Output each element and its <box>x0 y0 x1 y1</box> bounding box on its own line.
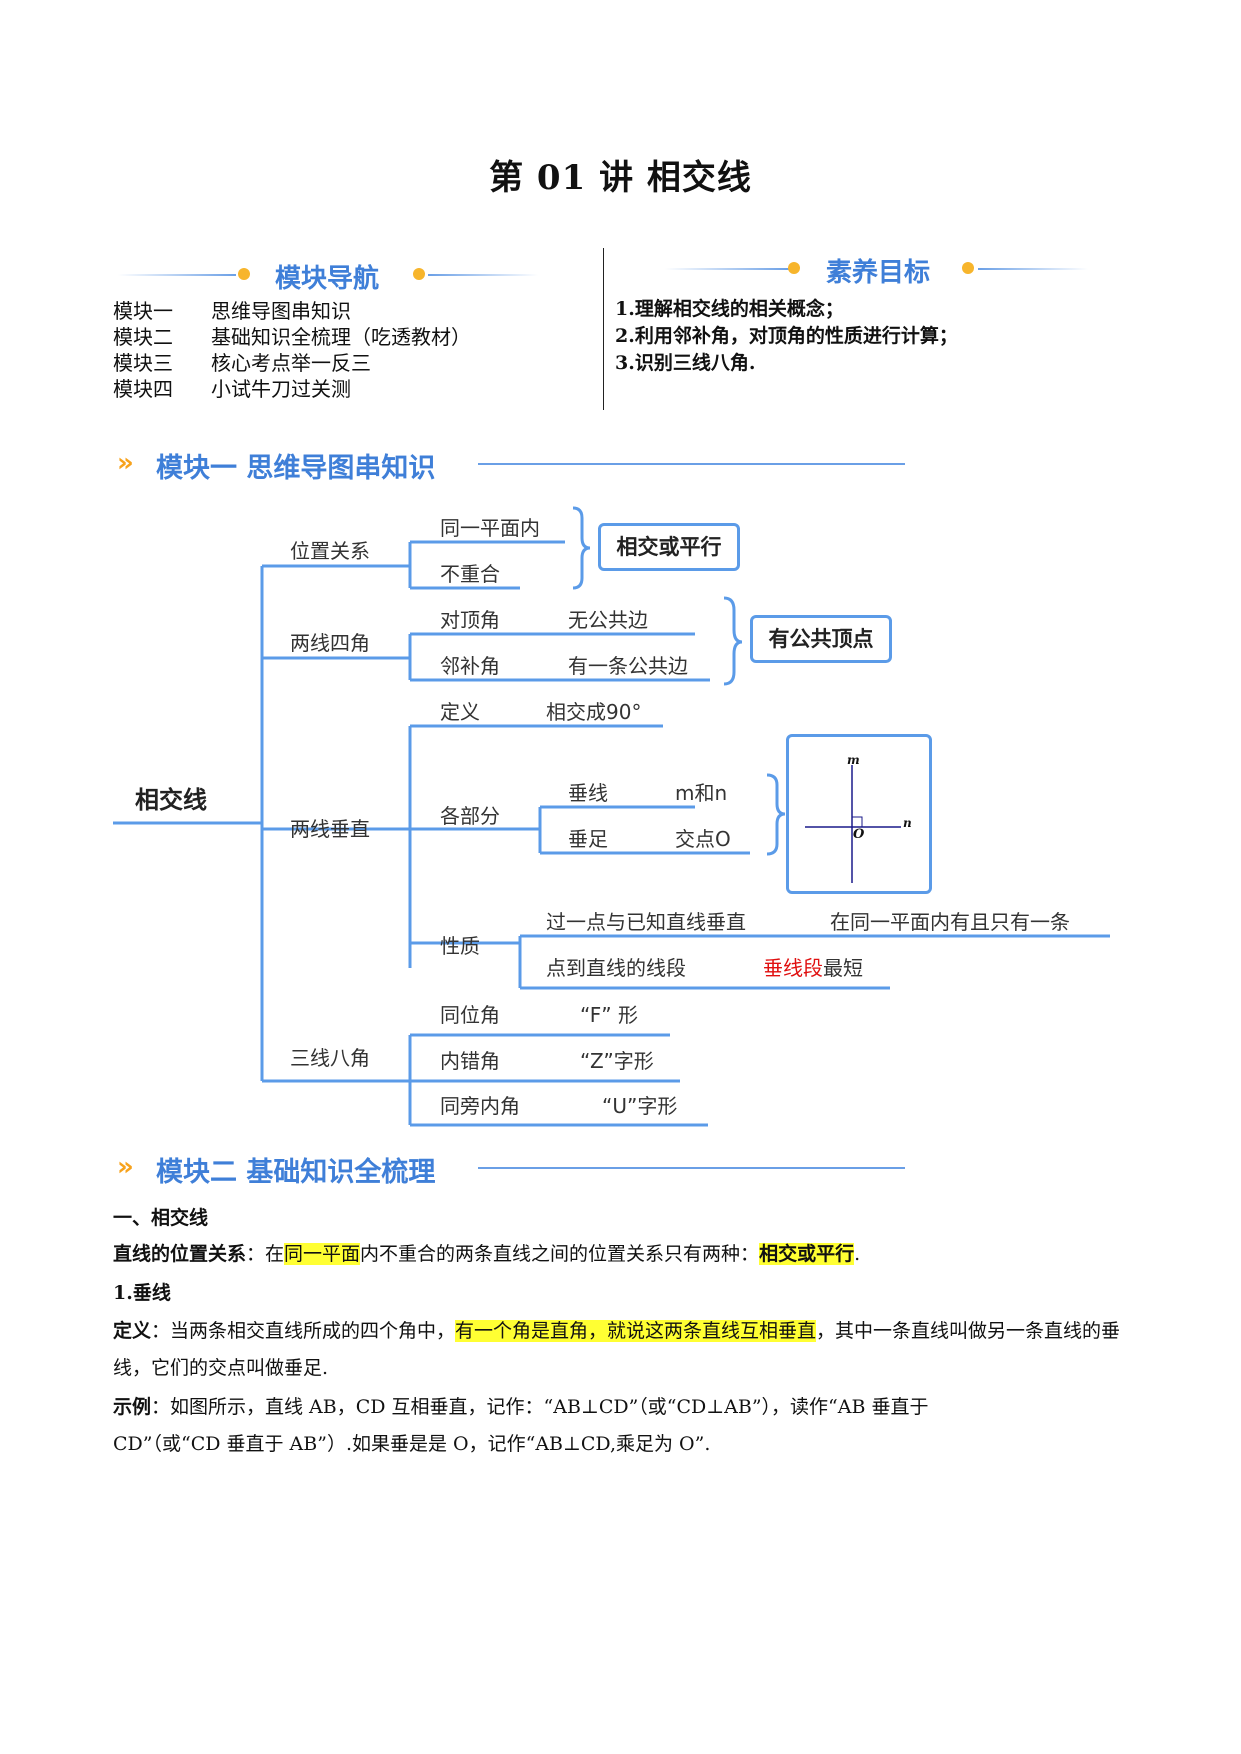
node-foot-note: 交点O <box>675 827 731 851</box>
column-divider <box>603 248 604 410</box>
module2-chevron-icon: » <box>117 1152 134 1182</box>
goal-item: 2.利用邻补角，对顶角的性质进行计算； <box>615 325 958 347</box>
nav-item: 模块三核心考点举一反三 <box>113 351 371 375</box>
goal-item: 1.理解相交线的相关概念； <box>615 298 844 320</box>
node-foot: 垂足 <box>568 827 608 851</box>
branch-position: 位置关系 <box>290 539 370 563</box>
node-alternate-angle: 内错角 <box>440 1049 500 1073</box>
goal-item: 3.识别三线八角. <box>615 352 756 374</box>
node-corresponding-angle: 同位角 <box>440 1003 500 1027</box>
nav-item: 模块四小试牛刀过关测 <box>113 377 351 401</box>
label-o: O <box>853 827 865 842</box>
node-perpendicular-line: 垂线 <box>568 781 608 805</box>
node-property-2: 点到直线的线段 <box>546 956 686 980</box>
section-heading-intersecting-lines: 一、相交线 <box>113 1207 209 1229</box>
node-definition: 定义 <box>440 700 480 724</box>
nav-list: 模块一思维导图串知识 模块二基础知识全梳理（吃透教材） 模块三核心考点举一反三 … <box>113 298 471 402</box>
perpendicular-diagram <box>805 765 901 883</box>
branch-two-lines-four-angles: 两线四角 <box>290 631 370 655</box>
goals-header: 素养目标 <box>826 258 931 288</box>
perpendicular-figure: m n O <box>786 734 932 894</box>
label-n: n <box>903 816 912 830</box>
mindmap-root: 相交线 <box>135 786 207 814</box>
node-alternate-angle-note: “Z”字形 <box>580 1049 654 1073</box>
nav-header-dot-right <box>413 268 425 280</box>
node-property: 性质 <box>440 934 480 958</box>
node-perpendicular-line-note: m和n <box>675 781 728 805</box>
module2-rule <box>478 1167 905 1169</box>
node-vertical-angle-note: 无公共边 <box>568 608 648 632</box>
module2-title: 模块二 基础知识全梳理 <box>156 1157 436 1188</box>
module1-rule <box>478 463 905 465</box>
box-common-vertex: 有公共顶点 <box>750 615 892 663</box>
branch-three-lines-eight-angles: 三线八角 <box>290 1046 370 1070</box>
nav-item: 模块一思维导图串知识 <box>113 299 351 323</box>
goals-header-dot-left <box>788 262 800 274</box>
paragraph-example: 示例：如图所示，直线 AB，CD 互相垂直，记作：“AB⊥CD”（或“CD⊥AB… <box>113 1396 929 1455</box>
branch-perpendicular: 两线垂直 <box>290 817 370 841</box>
node-same-side-angle-note: “U”字形 <box>602 1094 678 1118</box>
paragraph-position-relation: 直线的位置关系：在同一平面内不重合的两条直线之间的位置关系只有两种：相交或平行. <box>113 1243 861 1265</box>
nav-header-line-left <box>118 274 236 276</box>
nav-header: 模块导航 <box>275 264 380 294</box>
node-adjacent-angle-note: 有一条公共边 <box>568 654 688 678</box>
nav-header-line-right <box>428 274 538 276</box>
box-intersect-or-parallel: 相交或平行 <box>598 523 740 571</box>
node-property-2-note: 垂线段最短 <box>763 956 863 980</box>
goals-header-dot-right <box>962 262 974 274</box>
node-not-coincident: 不重合 <box>440 562 500 586</box>
nav-header-dot-left <box>238 268 250 280</box>
node-corresponding-angle-note: “F” 形 <box>580 1003 638 1027</box>
node-same-side-angle: 同旁内角 <box>440 1094 520 1118</box>
node-adjacent-angle: 邻补角 <box>440 654 500 678</box>
goals-header-line-left <box>665 268 790 270</box>
paragraph-definition: 定义：当两条相交直线所成的四个角中，有一个角是直角，就说这两条直线互相垂直，其中… <box>113 1320 1121 1379</box>
node-parts: 各部分 <box>440 804 500 828</box>
label-m: m <box>847 753 860 767</box>
node-same-plane: 同一平面内 <box>440 516 540 540</box>
node-definition-note: 相交成90° <box>546 700 642 724</box>
nav-item: 模块二基础知识全梳理（吃透教材） <box>113 325 471 349</box>
section-heading-perpendicular: 1.垂线 <box>113 1282 171 1304</box>
node-property-1-note: 在同一平面内有且只有一条 <box>830 910 1070 934</box>
node-vertical-angle: 对顶角 <box>440 608 500 632</box>
node-property-1: 过一点与已知直线垂直 <box>546 910 746 934</box>
goals-header-line-right <box>978 268 1088 270</box>
page-title: 第 01 讲 相交线 <box>489 158 752 198</box>
module1-title: 模块一 思维导图串知识 <box>156 453 436 484</box>
goals-list: 1.理解相交线的相关概念； 2.利用邻补角，对顶角的性质进行计算； 3.识别三线… <box>615 296 958 377</box>
